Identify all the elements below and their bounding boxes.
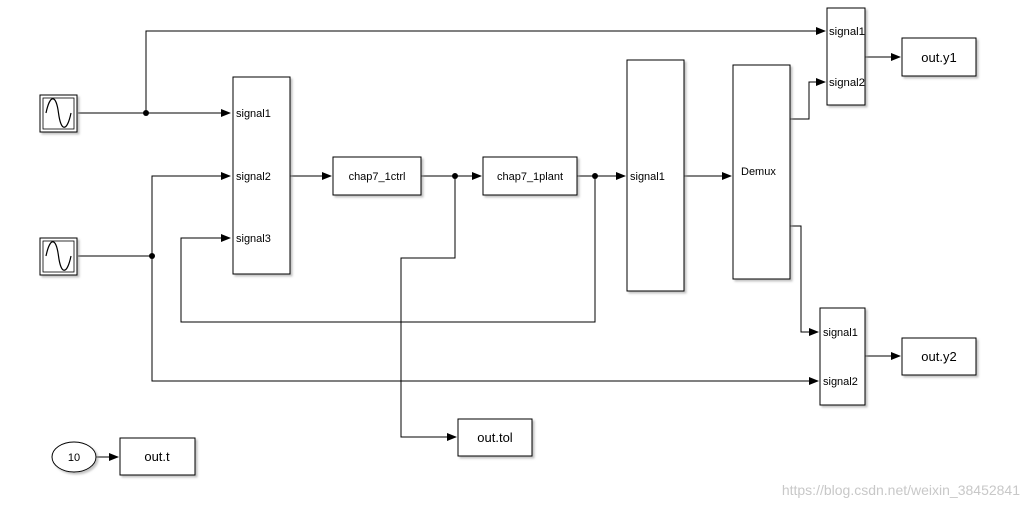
demux-block[interactable]: Demux	[732, 64, 791, 280]
muxy2-port-signal1: signal1	[823, 327, 858, 339]
out-tol-block[interactable]: out.tol	[457, 418, 533, 457]
mux-y2-block[interactable]: signal1 signal2	[819, 307, 866, 406]
branch-point	[149, 253, 155, 259]
demux-label: Demux	[741, 166, 776, 178]
signal-lines	[78, 27, 901, 461]
out-tol-label: out.tol	[477, 430, 513, 445]
wire-demux-muxy2[interactable]	[790, 225, 819, 336]
wire-sine2-muxy2[interactable]	[151, 256, 819, 385]
out-t-label: out.t	[144, 449, 170, 464]
sine-wave-icon	[45, 98, 72, 128]
sine-source-2[interactable]	[39, 237, 78, 276]
ctrl-block[interactable]: chap7_1ctrl	[332, 156, 422, 196]
muxy1-port-signal1: signal1	[829, 26, 865, 38]
mux1-port-signal3: signal3	[236, 233, 271, 245]
out-y1-label: out.y1	[921, 50, 956, 65]
ctrl-label: chap7_1ctrl	[349, 171, 406, 183]
wire-demux-muxy1[interactable]	[790, 78, 826, 120]
plant-block[interactable]: chap7_1plant	[482, 156, 578, 196]
muxy2-port-signal2: signal2	[823, 376, 858, 388]
mux-y1-block[interactable]: signal1 signal2	[826, 7, 866, 106]
out-y2-block[interactable]: out.y2	[901, 337, 977, 376]
clock-value: 10	[68, 452, 80, 464]
wire-sine1-muxy1[interactable]	[145, 27, 826, 113]
clock-block[interactable]: 10	[51, 441, 97, 473]
wire-sine2-mux1[interactable]	[151, 172, 231, 256]
mux1-port-signal2: signal2	[236, 171, 271, 183]
plant-label: chap7_1plant	[497, 171, 563, 183]
mux1-block[interactable]: signal1 signal2 signal3	[232, 76, 291, 275]
muxy1-port-signal2: signal2	[829, 77, 865, 89]
out-y1-block[interactable]: out.y1	[901, 37, 977, 77]
sine-wave-icon	[45, 241, 72, 271]
wire-plant-feedback[interactable]	[180, 176, 596, 323]
watermark-text: https://blog.csdn.net/weixin_38452841	[782, 482, 1020, 498]
out-y2-label: out.y2	[921, 349, 956, 364]
mux2-port-signal1: signal1	[630, 171, 665, 183]
mux1-port-signal1: signal1	[236, 108, 271, 120]
sine-source-1[interactable]	[39, 94, 78, 133]
mux2-block[interactable]: signal1	[626, 59, 685, 292]
out-t-block[interactable]: out.t	[119, 437, 196, 476]
wire-ctrl-tol[interactable]	[400, 176, 457, 441]
branch-point	[143, 110, 149, 116]
